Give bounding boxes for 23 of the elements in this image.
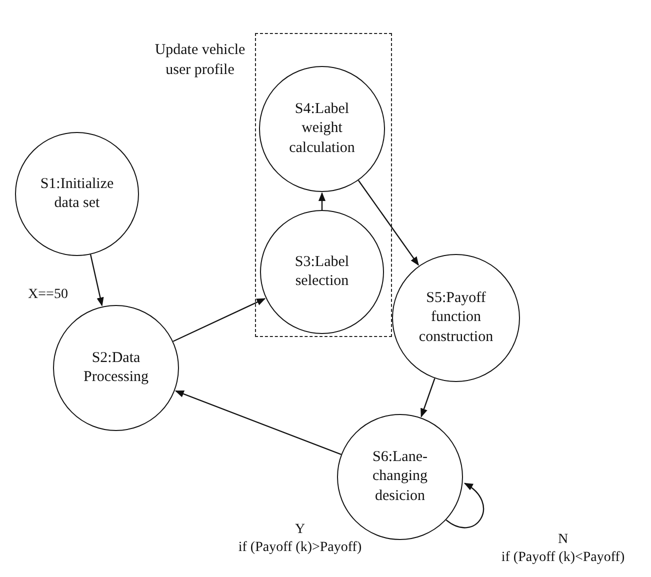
state-circle <box>259 66 385 192</box>
arrow <box>446 482 484 528</box>
arrow <box>172 298 266 342</box>
edge-label: X==50 <box>28 286 68 304</box>
group-heading: Update vehicle user profile <box>154 41 246 80</box>
node-label: S6:Lane-changing desicion <box>372 448 428 506</box>
node-label: S4:Label weight calculation <box>288 100 356 158</box>
node-label: S3:Label selection <box>294 252 350 291</box>
state-circle <box>392 254 520 382</box>
state-circle <box>337 414 463 540</box>
node-label: S2:Data Processing <box>82 348 150 387</box>
arrow <box>318 192 326 210</box>
edge-label: N if (Payoff (k)<Payoff) <box>501 531 625 568</box>
arrow <box>358 180 419 266</box>
state-circle <box>260 210 384 334</box>
edge-label: Y if (Payoff (k)>Payoff) <box>238 521 362 558</box>
arrow <box>174 390 342 455</box>
state-circle <box>15 132 139 256</box>
node-label: S5:Payoff function construction <box>418 288 494 347</box>
node-label: S1:Initialize data set <box>39 174 115 213</box>
arrow <box>420 378 436 418</box>
arrow <box>90 254 104 306</box>
state-circle <box>53 305 179 431</box>
